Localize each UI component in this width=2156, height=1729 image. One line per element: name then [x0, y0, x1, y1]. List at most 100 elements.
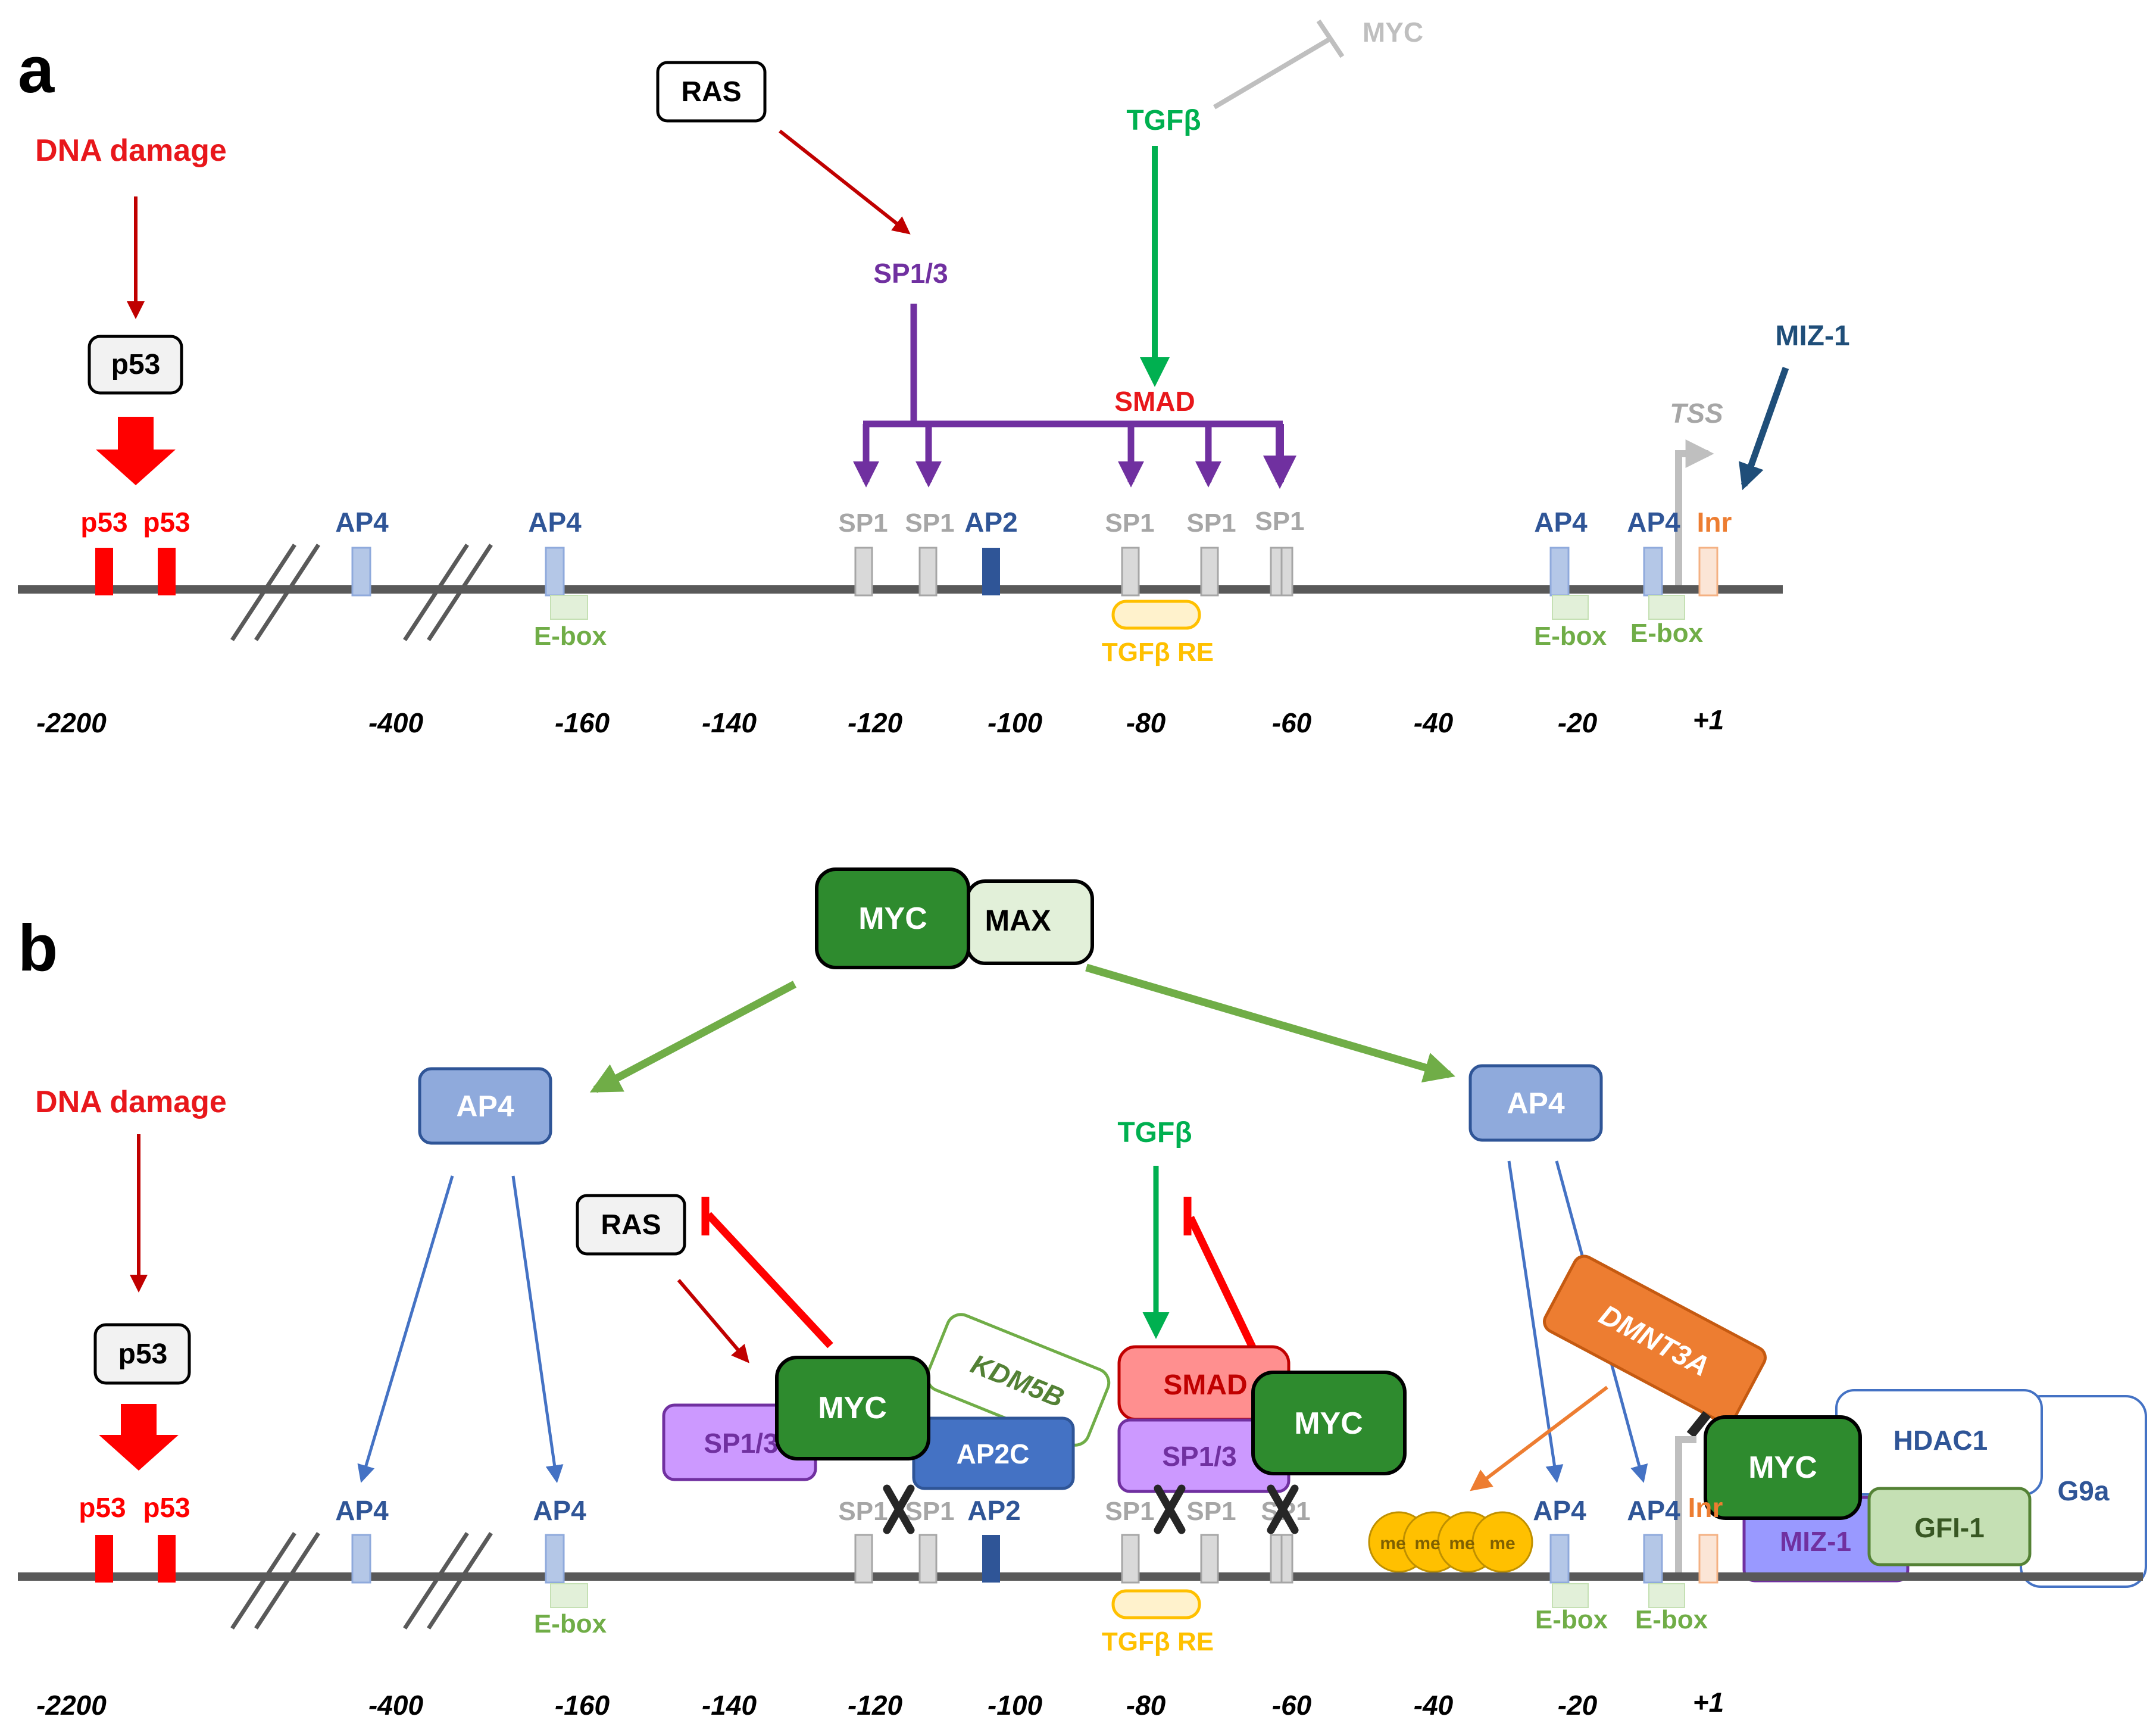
- tss-label: TSS: [1670, 398, 1723, 429]
- dna-damage-label: DNA damage: [35, 133, 227, 168]
- p53-site-b-2: [158, 1535, 176, 1583]
- ap4-label-4: AP4: [1627, 507, 1680, 538]
- tgfb-re-b-label: TGFβ RE: [1102, 1627, 1214, 1656]
- p53-block-arrow-b: [99, 1404, 179, 1471]
- ap2-label: AP2: [964, 507, 1017, 538]
- sp1-label-1: SP1: [838, 508, 888, 538]
- sp1-b-site-2: [918, 1534, 938, 1584]
- myc-right-box: [1704, 1415, 1862, 1520]
- ap4-site-4: [1643, 547, 1663, 597]
- blocked-crosses: [883, 1484, 1299, 1534]
- smad-label: SMAD: [1114, 386, 1195, 417]
- dna-damage-label-b: DNA damage: [35, 1085, 227, 1119]
- p53-box-label: p53: [111, 349, 161, 380]
- sp1-site-1: [854, 547, 873, 597]
- ap4-site-3: [1549, 547, 1570, 597]
- ap2c-label: AP2C: [957, 1438, 1030, 1469]
- sp1-b-site-4: [1200, 1534, 1219, 1584]
- break-mark-1a: [230, 544, 296, 641]
- sp1-b-site-3: [1121, 1534, 1140, 1584]
- pos-b-9: -20: [1558, 1690, 1598, 1721]
- ap4-b-site-4: [1643, 1534, 1663, 1584]
- p53-site-b-label-2: p53: [143, 1492, 190, 1523]
- p53-site-label-2: p53: [143, 507, 190, 538]
- sp1-b-site-1: [854, 1534, 873, 1584]
- inr-b-site: [1698, 1534, 1718, 1584]
- sp13-mid-label: SP1/3: [1162, 1441, 1236, 1472]
- cross-1b: [883, 1484, 915, 1534]
- myc-mid-label: MYC: [1294, 1406, 1363, 1441]
- myc-top-label: MYC: [858, 901, 927, 936]
- tgfb-re-element: [1111, 600, 1201, 630]
- sp1-site-4: [1200, 547, 1219, 597]
- ebox-b-label-2: E-box: [1535, 1605, 1608, 1634]
- kdm5b-group: KDM5B: [926, 1313, 1111, 1447]
- ap4-site-1: [351, 547, 371, 597]
- ras-box: [656, 61, 767, 123]
- break-mark-b1a: [230, 1532, 296, 1630]
- pos-b-6: -80: [1126, 1690, 1166, 1721]
- pos-b-7: -60: [1272, 1690, 1312, 1721]
- myc-dnmt3a-link: [1686, 1411, 1711, 1438]
- p53-box: [88, 335, 183, 395]
- ap2-b-label: AP2: [967, 1495, 1020, 1526]
- p53-site-label-1: p53: [80, 507, 127, 538]
- me-label-2: me: [1414, 1534, 1440, 1553]
- sp1-label-5: SP1: [1255, 507, 1304, 536]
- sp1-label-4: SP1: [1186, 508, 1236, 538]
- pos-a-2: -160: [555, 707, 610, 738]
- panel-b-label: b: [18, 912, 58, 985]
- sp1-b-site-5b: [1280, 1534, 1293, 1584]
- sp1-label-3: SP1: [1105, 508, 1154, 538]
- ap4-right-arrow-1: [1507, 1160, 1564, 1483]
- tgfb-label-b: TGFβ: [1117, 1117, 1192, 1148]
- cross-3b: [1267, 1484, 1299, 1534]
- ebox-b-1: [550, 1583, 588, 1608]
- pos-a-9: -20: [1558, 707, 1598, 738]
- p53-site-b-1: [95, 1535, 113, 1583]
- myc-top-box: [815, 867, 970, 969]
- pos-b-4: -120: [848, 1690, 902, 1721]
- pos-a-8: -40: [1414, 707, 1454, 738]
- position-axis-b: -2200 -400 -160 -140 -120 -100 -80 -60 -…: [36, 1687, 1724, 1721]
- ras-box-b: [576, 1194, 686, 1256]
- ap4-box-left: [418, 1067, 552, 1145]
- p53-box-b-label: p53: [118, 1338, 168, 1370]
- pos-a-4: -120: [848, 707, 902, 738]
- pos-b-5: -100: [988, 1690, 1042, 1721]
- miz1-arrow: [1739, 367, 1789, 491]
- dnmt3a-box: [1543, 1254, 1767, 1425]
- inr-site: [1698, 547, 1718, 597]
- myc-mid-box: [1251, 1371, 1407, 1475]
- g9a-label: G9a: [2058, 1475, 2110, 1506]
- smad-label-b: SMAD: [1163, 1369, 1247, 1401]
- myc-to-ap4-left-arrow: [589, 981, 797, 1093]
- tgfb-label: TGFβ: [1126, 105, 1201, 136]
- myc-right-label: MYC: [1748, 1450, 1817, 1485]
- ap4-b-label-2: AP4: [533, 1495, 586, 1526]
- ras-label-b: RAS: [601, 1209, 661, 1241]
- pos-a-7: -60: [1272, 707, 1312, 738]
- myc-to-ap4-right-arrow: [1085, 963, 1455, 1083]
- dnmt3a-arrow: [1470, 1385, 1608, 1491]
- myc-left-label: MYC: [818, 1391, 887, 1425]
- pos-a-0: -2200: [36, 707, 107, 738]
- ap4-box-right: [1468, 1064, 1603, 1142]
- ap4-b-label-1: AP4: [335, 1495, 389, 1526]
- tgfb-inhibit-bar: [1316, 19, 1345, 58]
- ebox-3: [1648, 595, 1685, 620]
- sp1-b-label-3: SP1: [1105, 1497, 1154, 1526]
- myc-inhibited-label: MYC: [1363, 17, 1423, 48]
- ebox-label-3: E-box: [1630, 619, 1704, 648]
- ebox-b-label-1: E-box: [534, 1609, 607, 1639]
- tss-arrow: [1675, 439, 1714, 589]
- ap4-left-arrow-1: [357, 1175, 454, 1483]
- ap4-box-right-label: AP4: [1507, 1087, 1564, 1120]
- break-mark-b2b: [427, 1532, 493, 1630]
- sp1-b-label-4: SP1: [1186, 1497, 1236, 1526]
- pos-b-2: -160: [555, 1690, 610, 1721]
- ap4-b-label-4: AP4: [1627, 1495, 1680, 1526]
- ap4-site-2: [545, 547, 565, 597]
- ebox-b-2: [1552, 1583, 1589, 1608]
